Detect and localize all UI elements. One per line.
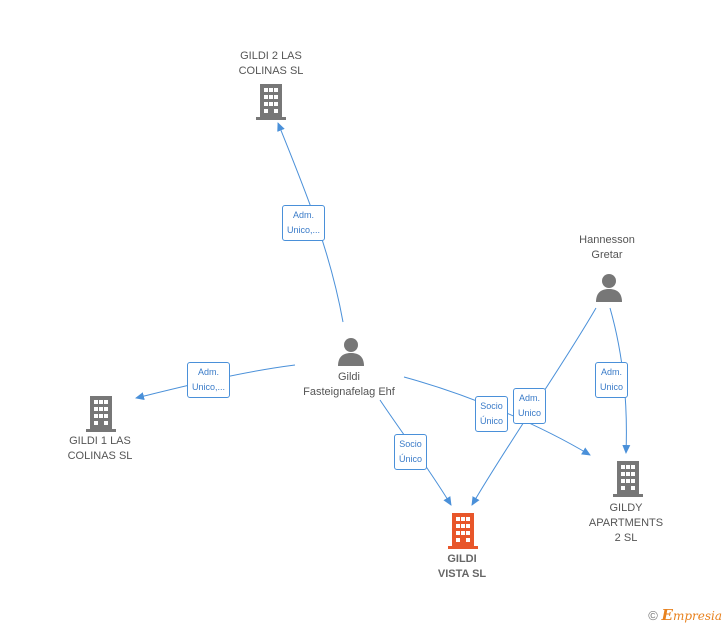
node-label-gildy[interactable]: GILDY APARTMENTS 2 SL bbox=[588, 502, 664, 544]
building-icon[interactable] bbox=[86, 396, 116, 432]
edge-label-adm-unico[interactable]: Adm. Unico bbox=[595, 362, 629, 398]
copyright-icon: © bbox=[648, 608, 658, 623]
node-label-gildi1[interactable]: GILDI 1 LAS COLINAS SL bbox=[67, 435, 133, 462]
node-label-fasteignafelag[interactable]: Gildi Fasteignafelag Ehf bbox=[303, 371, 395, 398]
empresia-logo[interactable]: Empresia bbox=[661, 606, 723, 624]
copyright-notice: © Empresia bbox=[648, 606, 722, 624]
building-icon-focus[interactable] bbox=[448, 513, 478, 549]
building-icon[interactable] bbox=[256, 84, 286, 120]
edge-label-adm-unico[interactable]: Adm. Unico bbox=[513, 388, 547, 424]
building-icon[interactable] bbox=[613, 461, 643, 497]
edge-label-socio-unico[interactable]: Socio Único bbox=[394, 434, 428, 470]
edge-label-socio-unico[interactable]: Socio Único bbox=[475, 396, 509, 432]
edge-label-adm-unico[interactable]: Adm. Unico,... bbox=[187, 362, 231, 398]
node-label-gildivista[interactable]: GILDI VISTA SL bbox=[437, 553, 487, 580]
node-label-gildi2[interactable]: GILDI 2 LAS COLINAS SL bbox=[238, 50, 304, 77]
edge-label-adm-unico[interactable]: Adm. Unico,... bbox=[282, 205, 326, 241]
person-icon[interactable] bbox=[336, 337, 366, 367]
node-label-hannesson[interactable]: Hannesson Gretar bbox=[579, 234, 635, 261]
person-icon[interactable] bbox=[594, 273, 624, 303]
